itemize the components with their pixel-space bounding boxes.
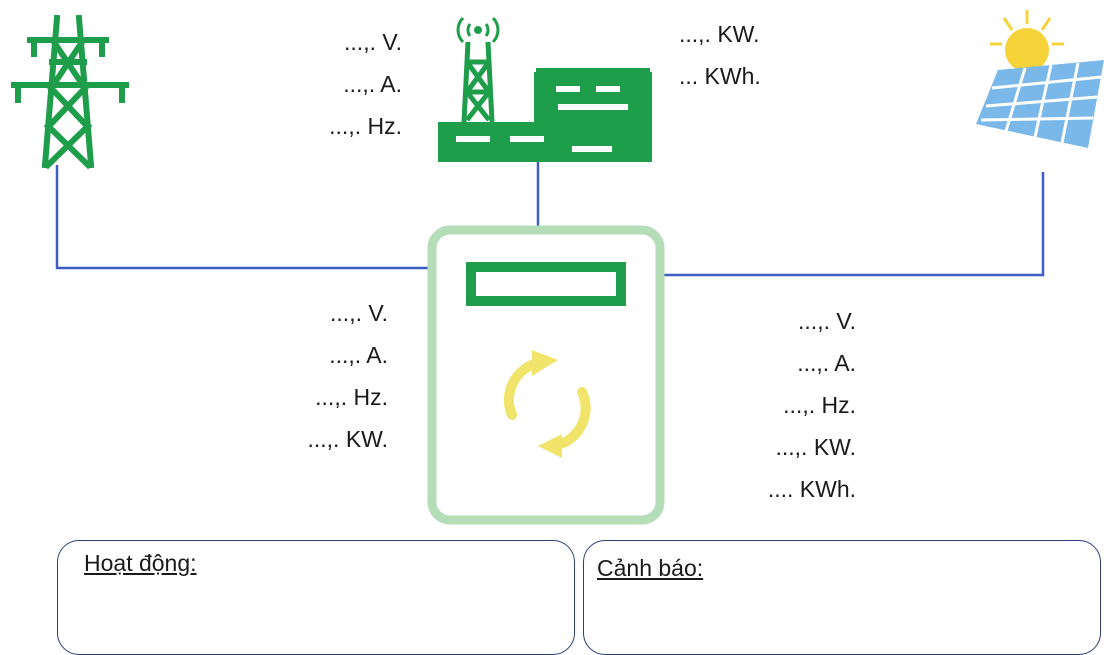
solar-panel-icon: [976, 10, 1104, 148]
generator-current: ...,. A.: [343, 71, 402, 97]
grid-frequency: ...,. Hz.: [315, 384, 388, 410]
generator-voltage: ...,. V.: [344, 29, 402, 55]
solar-current: ...,. A.: [797, 350, 856, 376]
warning-panel-title: Cảnh báo:: [597, 555, 704, 581]
warning-panel: [583, 540, 1101, 655]
solar-connection-line: [660, 172, 1045, 277]
solar-energy: .... KWh.: [767, 476, 856, 502]
grid-power: ...,. KW.: [307, 426, 388, 452]
generator-power: ...,. KW.: [679, 21, 760, 47]
grid-current: ...,. A.: [329, 342, 388, 368]
solar-side-readings: ...,. V. ...,. A. ...,. Hz. ...,. KW. ..…: [734, 300, 856, 510]
solar-frequency: ...,. Hz.: [783, 392, 856, 418]
controller-device-icon: [427, 225, 665, 525]
solar-voltage: ...,. V.: [798, 308, 856, 334]
solar-power: ...,. KW.: [775, 434, 856, 460]
generator-plant-icon: [438, 16, 652, 162]
generator-readings: ...,. V. ...,. A. ...,. Hz.: [282, 21, 402, 147]
generator-frequency: ...,. Hz.: [329, 113, 402, 139]
grid-side-readings: ...,. V. ...,. A. ...,. Hz. ...,. KW.: [268, 292, 388, 460]
status-panel-title: Hoạt động:: [84, 550, 197, 576]
transmission-tower-icon: [11, 14, 129, 170]
connection-lines: [55, 162, 1045, 277]
generator-energy: ... KWh.: [679, 63, 761, 89]
grid-voltage: ...,. V.: [330, 300, 388, 326]
sync-arrows-icon: [503, 350, 591, 458]
grid-connection-line: [55, 165, 432, 270]
generator-power-readings: ...,. KW. ... KWh.: [679, 13, 761, 97]
